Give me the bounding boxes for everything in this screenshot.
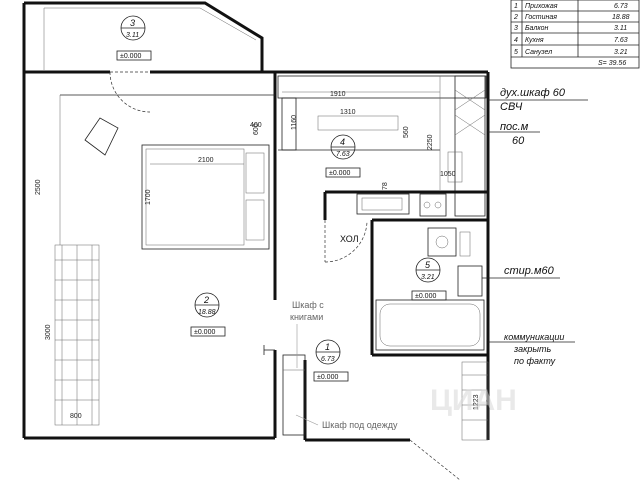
- legend-area: 6.73: [614, 3, 628, 10]
- room-marker-5: 5 3.21 ±0.000: [411, 257, 447, 301]
- legend-num: 1: [514, 3, 518, 10]
- callouts: дух.шкаф 60 СВЧ пос.м 60 стир.м60 коммун…: [482, 87, 588, 366]
- dim-kitchen-1910: 1910: [330, 91, 346, 98]
- kitchen-fixtures: 1910 1310 560 1160 2250 1050: [277, 75, 487, 217]
- legend-area: 18.88: [612, 14, 630, 21]
- dim-bed-length: 1700: [145, 189, 152, 205]
- legend-total: S= 39.56: [598, 60, 626, 67]
- room-level: ±0.000: [329, 170, 350, 177]
- bathroom-walls: 78: [323, 182, 488, 357]
- room-marker-3: 3 3.11 ±0.000: [116, 15, 152, 61]
- dishwasher-label: пос.м: [500, 121, 529, 133]
- dim-living-2500: 2500: [35, 179, 42, 195]
- room-number: 4: [340, 137, 345, 147]
- room-legend-table: 1 Прихожая 6.73 2 Гостиная 18.88 3 Балко…: [510, 0, 640, 69]
- comm-label: коммуникации: [504, 332, 564, 342]
- room-number: 5: [425, 260, 431, 270]
- legend-area: 7.63: [614, 37, 628, 44]
- dim-600: 600: [253, 123, 260, 135]
- oven-label: дух.шкаф 60: [500, 87, 566, 99]
- wardrobe-note: Шкаф под одежду: [322, 420, 398, 430]
- dim-1223: 1223: [473, 394, 480, 410]
- dim-400: 400: [250, 122, 262, 129]
- room-number: 2: [203, 295, 209, 305]
- furniture-notes: Шкаф с книгами Шкаф под одежду: [290, 300, 398, 430]
- room-area: 7.63: [336, 151, 350, 158]
- legend-num: 3: [514, 25, 518, 32]
- room-level: ±0.000: [194, 329, 215, 336]
- dim-kitchen-2250: 2250: [427, 134, 434, 150]
- legend-num: 4: [514, 37, 518, 44]
- living-window-strip: [54, 95, 100, 426]
- bookcase-note: книгами: [290, 312, 323, 322]
- armchair: [84, 117, 119, 156]
- legend-name: Балкон: [525, 25, 549, 32]
- dim-kitchen-1160: 1160: [291, 115, 298, 130]
- legend-name: Санузел: [525, 49, 552, 56]
- dim-living-3000: 3000: [45, 324, 52, 340]
- legend-num: 5: [514, 49, 518, 56]
- room-area: 18.88: [198, 309, 216, 316]
- microwave-label: СВЧ: [500, 101, 523, 113]
- comm-label: закрыть: [513, 344, 551, 354]
- room-area: 3.21: [421, 274, 435, 281]
- room-marker-4: 4 7.63 ±0.000: [325, 134, 361, 178]
- dim-living-800: 800: [70, 413, 82, 420]
- hol-label: ХОЛ: [340, 234, 359, 244]
- room-level: ±0.000: [317, 374, 338, 381]
- hallway-fixtures: 1223: [263, 345, 489, 480]
- legend-area: 3.11: [614, 25, 627, 32]
- balcony-walls: [22, 1, 264, 113]
- legend-name: Кухня: [525, 37, 544, 44]
- bed: 2100 1700: [141, 144, 270, 250]
- legend-name: Гостиная: [525, 14, 557, 21]
- washer-label: стир.м60: [504, 265, 555, 277]
- room-marker-1: 1 6.73 ±0.000: [313, 339, 349, 382]
- watermark: ЦИАН: [430, 384, 517, 417]
- room-area: 6.73: [321, 356, 335, 363]
- dim-kitchen-1050: 1050: [440, 171, 456, 178]
- room-area: 3.11: [126, 32, 139, 39]
- dishwasher-size: 60: [512, 135, 525, 147]
- room-marker-2: 2 18.88 ±0.000: [190, 292, 226, 337]
- room-number: 1: [325, 342, 330, 352]
- dim-bed-width: 2100: [198, 157, 214, 164]
- dim-78: 78: [382, 182, 389, 190]
- legend-name: Прихожая: [525, 3, 558, 10]
- legend-num: 2: [513, 14, 518, 21]
- comm-label: по факту: [514, 356, 556, 366]
- apartment-walls: [22, 70, 490, 442]
- bookcase-note: Шкаф с: [292, 300, 324, 310]
- room-number: 3: [130, 18, 135, 28]
- room-level: ±0.000: [415, 293, 436, 300]
- dim-kitchen-560: 560: [403, 126, 410, 138]
- room-level: ±0.000: [120, 53, 141, 60]
- legend-area: 3.21: [614, 49, 628, 56]
- dim-kitchen-1310: 1310: [340, 109, 356, 116]
